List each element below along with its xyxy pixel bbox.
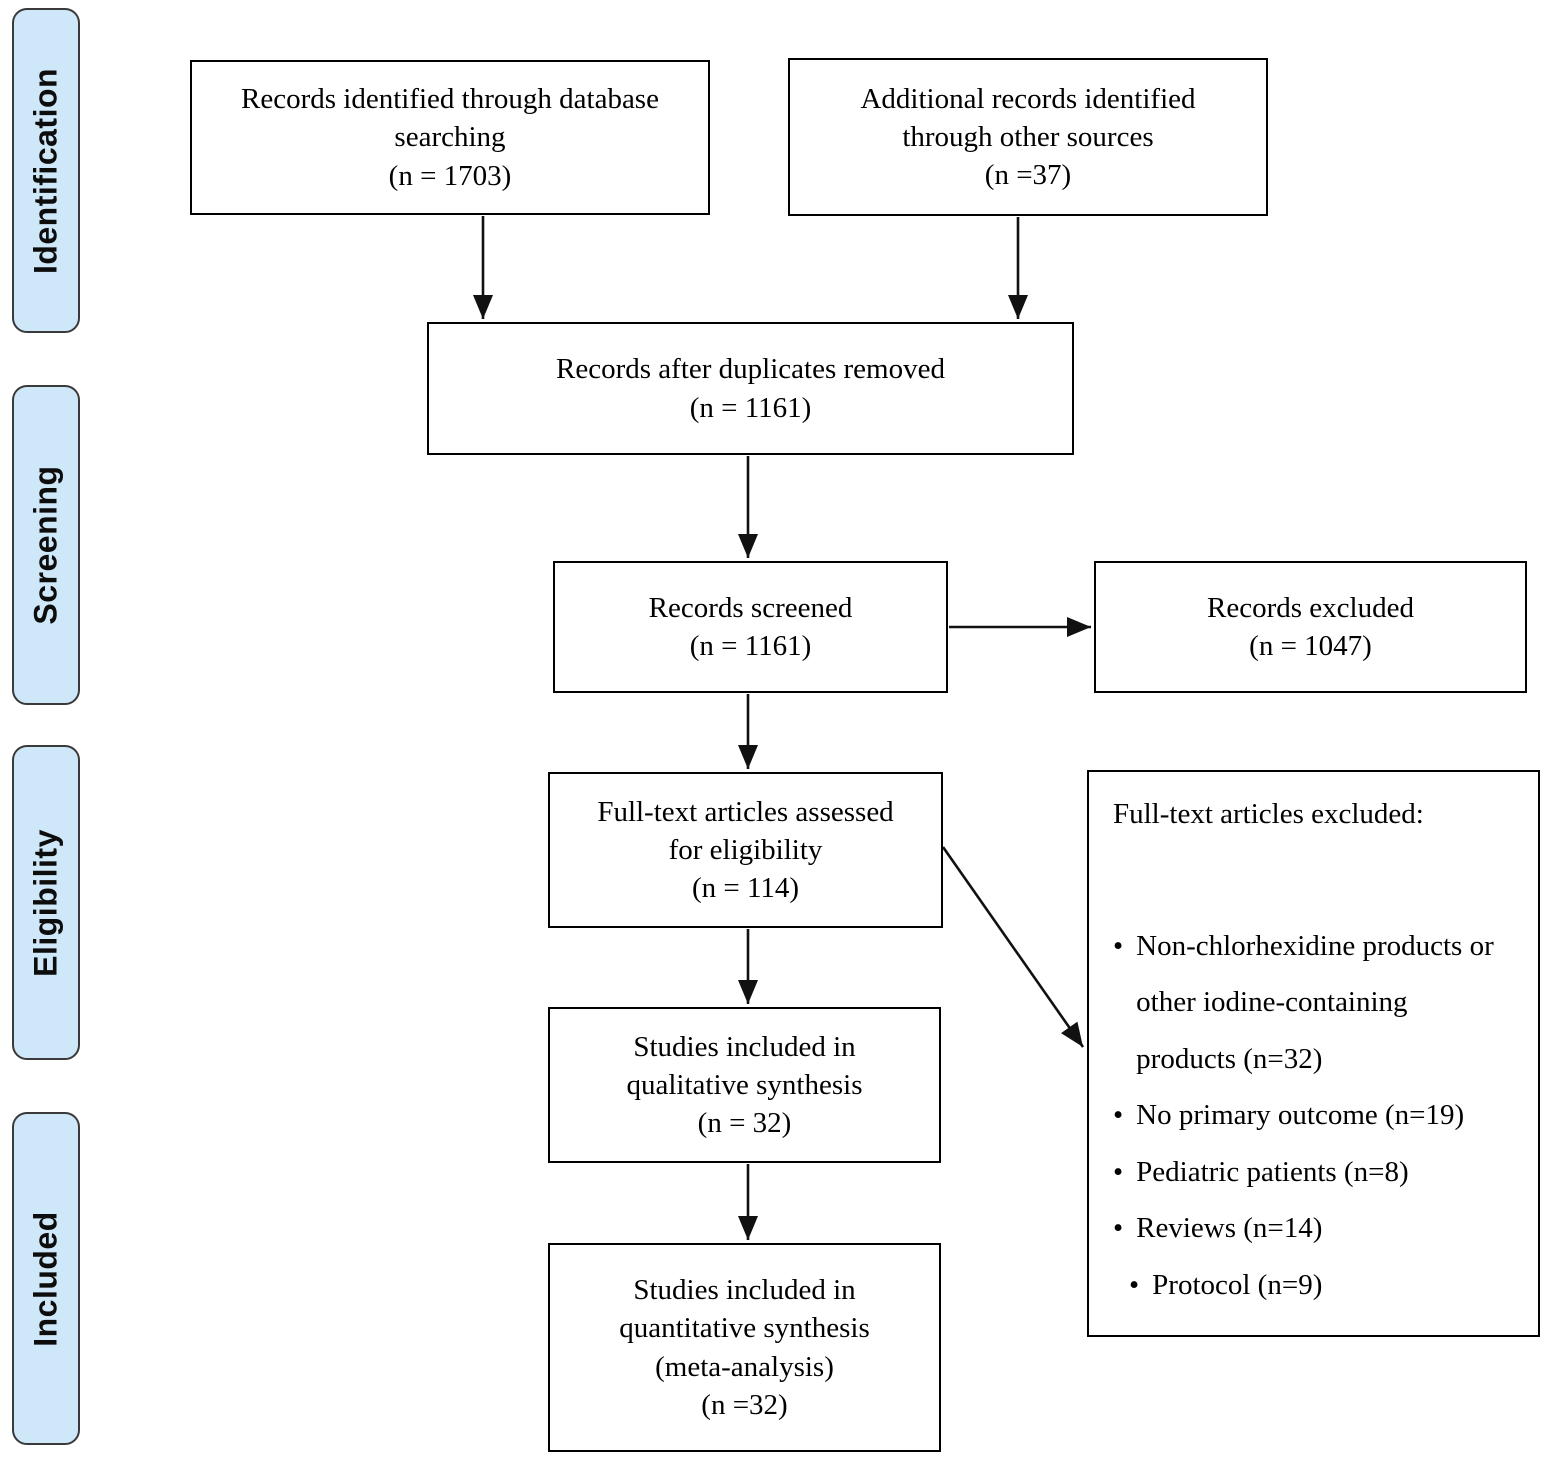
exclusion-item-text: Protocol (n=9) [1152,1268,1323,1301]
box-quantitative-synthesis-text: Studies included in quantitative synthes… [619,1273,870,1421]
exclusion-item-text: No primary outcome (n=19) [1136,1099,1465,1132]
box-records-excluded: Records excluded (n = 1047) [1094,561,1527,693]
box-quantitative-synthesis: Studies included in quantitative synthes… [548,1243,941,1452]
box-records-after-duplicates-text: Records after duplicates removed (n = 11… [556,353,945,424]
stage-eligibility: Eligibility [12,745,80,1060]
stage-label: Included [27,1210,64,1347]
bullet-icon: • [1129,1268,1140,1301]
exclusion-item: • Pediatric patients (n=8) [1113,1144,1522,1201]
fulltext-excluded-title: Full-text articles excluded: [1113,798,1424,830]
arrow-fulltext-to-ftexcluded [941,846,1085,1048]
exclusion-item-text: Reviews (n=14) [1136,1212,1323,1245]
bullet-icon: • [1113,1212,1124,1245]
box-records-screened: Records screened (n = 1161) [553,561,948,693]
box-records-other-sources-text: Additional records identified through ot… [860,82,1196,192]
stage-screening: Screening [12,385,80,705]
exclusion-item-text: Non-chlorhexidine products or other iodi… [1136,929,1494,1075]
box-records-after-duplicates: Records after duplicates removed (n = 11… [427,322,1074,455]
stage-label: Screening [27,465,64,625]
exclusion-item: • Protocol (n=9) [1113,1257,1522,1314]
exclusion-item: • No primary outcome (n=19) [1113,1087,1522,1144]
exclusion-item: • Non-chlorhexidine products or other io… [1113,918,1522,1088]
box-qualitative-synthesis-text: Studies included in qualitative synthesi… [626,1030,863,1140]
stage-label: Identification [27,67,64,274]
box-records-identified-db-text: Records identified through database sear… [241,83,659,192]
fulltext-excluded-list: • Non-chlorhexidine products or other io… [1113,918,1522,1314]
box-fulltext-assessed-text: Full-text articles assessed for eligibil… [597,795,894,905]
exclusion-item: • Reviews (n=14) [1113,1200,1522,1257]
box-qualitative-synthesis: Studies included in qualitative synthesi… [548,1007,941,1163]
bullet-icon: • [1113,929,1124,962]
bullet-icon: • [1113,1155,1124,1188]
exclusion-item-text: Pediatric patients (n=8) [1136,1155,1409,1188]
bullet-icon: • [1113,1099,1124,1132]
stage-identification: Identification [12,8,80,333]
stage-label: Eligibility [27,828,64,977]
box-records-identified-db: Records identified through database sear… [190,60,710,215]
stage-included: Included [12,1112,80,1445]
box-fulltext-excluded: Full-text articles excluded: • Non-chlor… [1087,770,1540,1337]
box-records-screened-text: Records screened (n = 1161) [648,591,853,662]
box-records-other-sources: Additional records identified through ot… [788,58,1268,216]
box-fulltext-assessed: Full-text articles assessed for eligibil… [548,772,943,928]
box-records-excluded-text: Records excluded (n = 1047) [1207,591,1414,662]
